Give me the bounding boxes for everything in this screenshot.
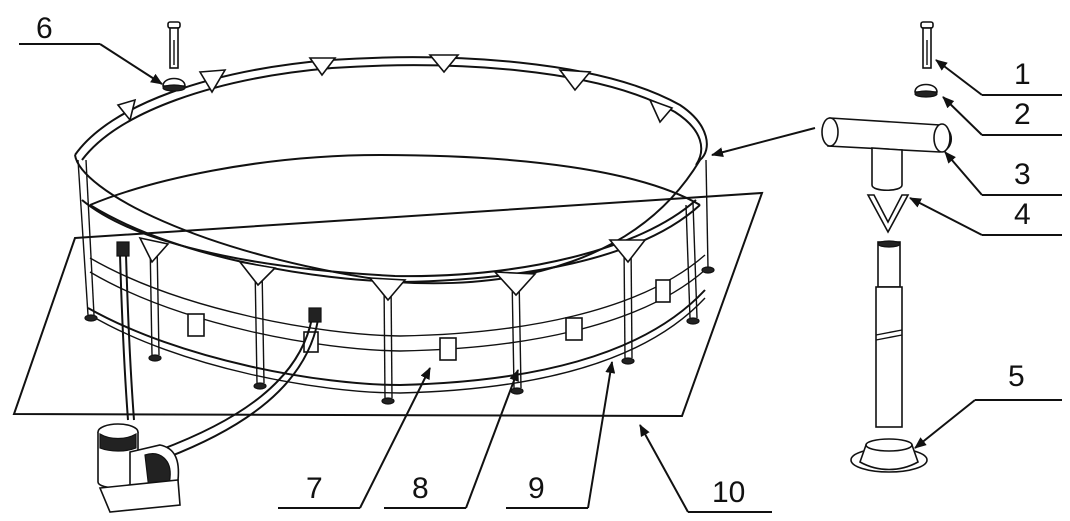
strap-loops <box>187 279 671 361</box>
ground-cloth <box>12 191 764 418</box>
t-connector <box>821 117 953 192</box>
leader-lines <box>19 43 1062 513</box>
callout-8: 8 <box>412 472 429 505</box>
hose-connectors <box>116 241 322 323</box>
cap-right <box>914 83 938 98</box>
callout-6: 6 <box>36 12 53 45</box>
pool-base-ring <box>89 297 706 394</box>
front-rail-joints <box>138 236 647 302</box>
pool-wall-bottom <box>87 289 706 387</box>
filter-pump <box>97 423 181 513</box>
pool-strap-upper <box>89 254 706 337</box>
pool-strap-lower <box>89 269 706 352</box>
callout-2: 2 <box>1014 98 1031 131</box>
top-rail-front-outer <box>74 154 701 285</box>
top-rail-outer <box>74 56 708 161</box>
cap-left <box>162 77 186 92</box>
leg-pole <box>875 240 903 428</box>
leg-base <box>850 438 928 473</box>
pool-liner-top-edge <box>89 153 701 206</box>
pin-left <box>167 21 181 69</box>
callout-3: 3 <box>1014 158 1031 191</box>
pin-right <box>920 21 934 69</box>
callout-5: 5 <box>1008 360 1025 393</box>
top-rail-front-inner <box>81 199 697 278</box>
callout-1: 1 <box>1014 58 1031 91</box>
callout-9: 9 <box>528 472 545 505</box>
callout-10: 10 <box>712 476 745 509</box>
back-rail-joints <box>116 54 674 124</box>
v-clip <box>866 194 910 234</box>
callout-7: 7 <box>306 472 323 505</box>
hose-1-inner <box>125 254 135 421</box>
hose-2 <box>159 317 313 451</box>
callout-4: 4 <box>1014 198 1031 231</box>
hose-1 <box>119 254 129 421</box>
hose-2-inner <box>165 319 319 459</box>
